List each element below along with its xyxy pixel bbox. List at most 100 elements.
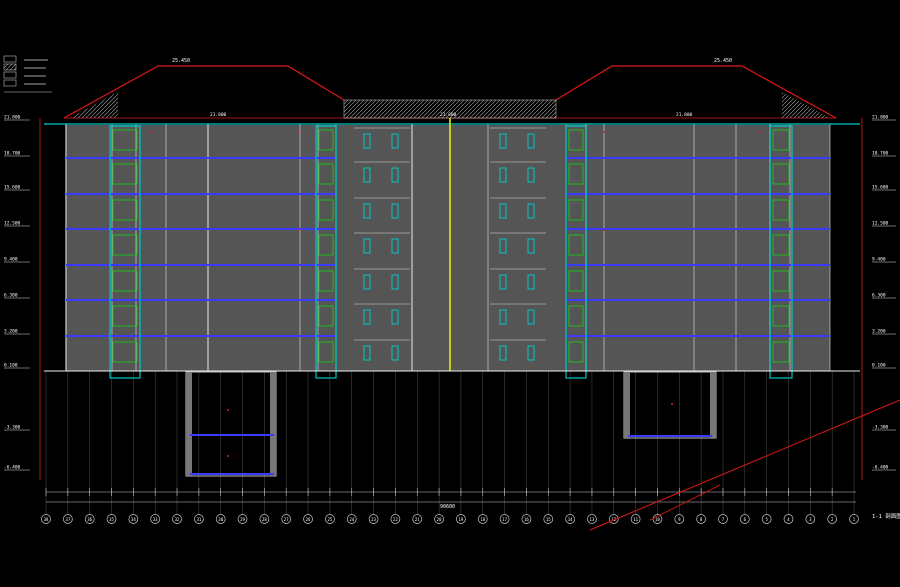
- axis-bubble: [499, 514, 510, 524]
- axis-bubble-label: 18: [480, 517, 485, 522]
- axis-bubble: [128, 514, 139, 524]
- level-mark-label: 6.300: [872, 293, 886, 299]
- axis-bubble: [761, 514, 772, 524]
- atrium-window: [499, 345, 507, 361]
- tower-window: [772, 199, 790, 221]
- legend: [3, 55, 52, 93]
- level-mark-label: 9.400: [872, 257, 886, 263]
- level-mark-label: -3.300: [4, 425, 21, 431]
- total-dimension: 90600: [440, 504, 455, 510]
- atrium-window: [363, 238, 371, 254]
- axis-bubble-label: 22: [393, 517, 398, 522]
- axis-bubble-label: 31: [196, 517, 201, 522]
- dimension-lines: [46, 491, 856, 503]
- tower-window: [772, 270, 790, 292]
- tower-window: [568, 129, 584, 151]
- roof-label-left: 25.450: [172, 58, 190, 64]
- level-mark-label: -6.400: [872, 465, 889, 471]
- axis-bubble-label: 32: [175, 517, 180, 522]
- axis-bubble-label: 13: [590, 517, 595, 522]
- axis-bubble: [739, 514, 750, 524]
- axis-bubble-label: 25: [327, 517, 332, 522]
- atrium-window: [363, 309, 371, 325]
- level-mark-label: 21.800: [4, 115, 21, 121]
- tower-window: [112, 199, 138, 221]
- axis-bubble: [412, 514, 423, 524]
- axis-bubble: [652, 514, 663, 524]
- axis-bubble: [237, 514, 248, 524]
- stair-tower: [109, 125, 141, 379]
- level-mark-label: 18.700: [872, 151, 889, 157]
- atrium-window: [363, 133, 371, 149]
- axis-bubble: [805, 514, 816, 524]
- axis-bubble-label: 5: [765, 517, 768, 522]
- axis-bubble-label: 29: [240, 517, 245, 522]
- atrium-window: [499, 167, 507, 183]
- red-marker: [297, 229, 299, 231]
- span-label-left: 21.800: [210, 112, 227, 118]
- level-mark-label: 3.200: [4, 329, 18, 335]
- axis-bubble-label: 27: [284, 517, 289, 522]
- red-marker: [759, 131, 761, 133]
- axis-bubble-label: 35: [109, 517, 114, 522]
- axis-bubble: [368, 514, 379, 524]
- atrium-window: [391, 274, 399, 290]
- stair-tower: [315, 125, 337, 379]
- axis-bubble-label: 15: [546, 517, 551, 522]
- axis-bubble-label: 16: [524, 517, 529, 522]
- axis-bubble: [303, 514, 313, 524]
- tower-window: [318, 270, 334, 292]
- axis-bubble-label: 17: [502, 517, 507, 522]
- axis-bubble-label: 8: [700, 517, 703, 522]
- axis-bubble: [62, 514, 73, 524]
- tower-window: [772, 305, 790, 327]
- section-title: 1-1 剖面图: [872, 512, 900, 520]
- axis-bubble: [565, 514, 575, 524]
- level-mark-label: 9.400: [4, 257, 18, 263]
- axis-bubble-label: 23: [371, 517, 376, 522]
- section-cut-line: [589, 399, 900, 531]
- axis-bubble: [674, 514, 685, 524]
- axis-bubble: [587, 514, 597, 524]
- axis-bubble: [849, 514, 859, 524]
- stair-tower: [565, 125, 587, 379]
- level-mark-label: 18.700: [4, 151, 21, 157]
- atrium-window: [527, 203, 535, 219]
- red-marker: [149, 131, 151, 133]
- tower-window: [318, 163, 334, 185]
- axis-bubble: [718, 514, 728, 524]
- axis-bubble: [783, 514, 794, 524]
- axis-bubble-label: 37: [65, 517, 70, 522]
- tower-window: [318, 129, 334, 151]
- axis-bubble: [41, 514, 51, 524]
- roof-hatch-left: [70, 92, 118, 118]
- level-mark-label: 0.100: [4, 363, 18, 369]
- axis-bubble-label: 2: [831, 517, 834, 522]
- basement-well-left: [185, 371, 277, 477]
- axis-bubble-label: 14: [568, 517, 573, 522]
- span-label-right: 21.800: [676, 112, 693, 118]
- tower-window: [568, 341, 584, 363]
- axis-bubble: [543, 514, 554, 524]
- axis-bubble: [477, 514, 488, 524]
- axis-bubble: [608, 514, 619, 524]
- axis-bubble-label: 38: [44, 517, 49, 522]
- axis-bubble: [827, 514, 838, 524]
- axis-bubble: [696, 514, 706, 524]
- red-marker: [603, 131, 605, 133]
- atrium-window: [499, 238, 507, 254]
- level-mark-label: 3.200: [872, 329, 886, 335]
- axis-bubble: [630, 514, 641, 524]
- red-marker: [227, 455, 229, 457]
- red-marker: [297, 131, 299, 133]
- level-mark-label: 15.600: [872, 185, 889, 191]
- atrium-window: [499, 203, 507, 219]
- atrium-window: [391, 238, 399, 254]
- tower-window: [772, 163, 790, 185]
- basement-well-right: [623, 371, 717, 439]
- stair-tower: [769, 125, 793, 379]
- axis-bubble-label: 9: [678, 517, 681, 522]
- atrium-window: [363, 203, 371, 219]
- tower-window: [568, 305, 584, 327]
